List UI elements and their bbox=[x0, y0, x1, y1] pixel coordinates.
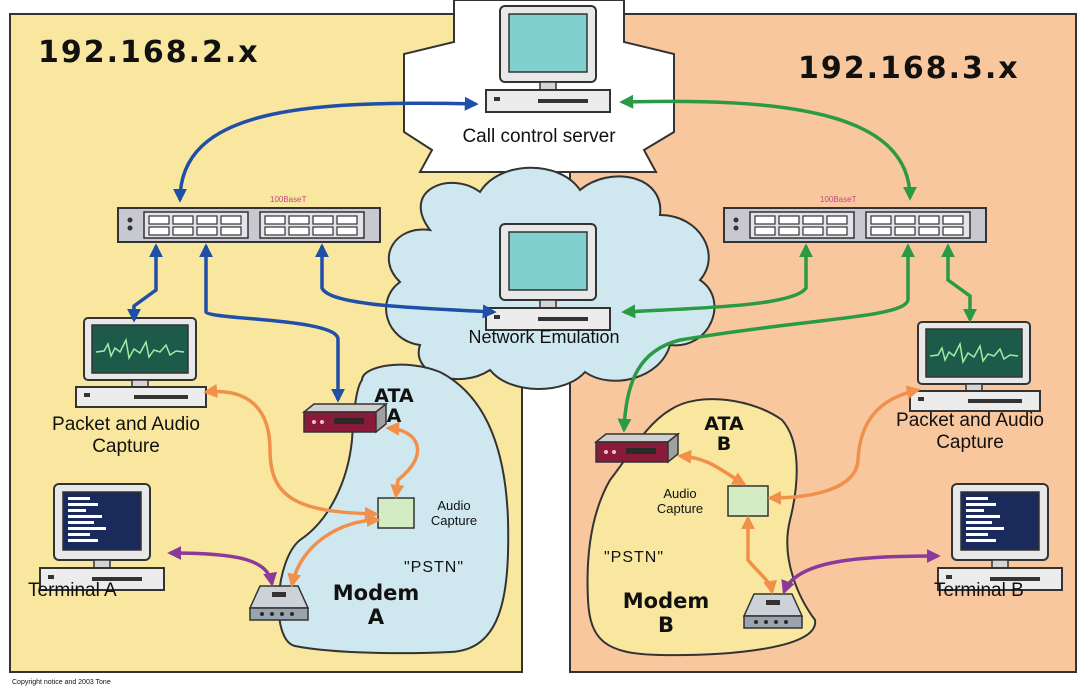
modem-a-device-icon bbox=[249, 585, 309, 621]
terminal-a-computer-icon bbox=[39, 483, 165, 591]
right-switch bbox=[723, 207, 987, 243]
modem-a-label-1: Modem bbox=[333, 581, 419, 605]
capture-left-label-2: Capture bbox=[92, 436, 160, 457]
capture-right-label-1: Packet and Audio bbox=[896, 410, 1044, 431]
ata-b-label-2: B bbox=[717, 433, 731, 455]
blue-links bbox=[127, 96, 497, 403]
audio-capture-left-box bbox=[377, 497, 415, 529]
modem-b-label-2: B bbox=[658, 613, 674, 637]
right-subnet-label: 192.168.3.x bbox=[798, 51, 1020, 86]
ata-a-label-1: ATA bbox=[374, 385, 414, 407]
green-links bbox=[617, 94, 977, 433]
ata-a-label-2: A bbox=[387, 405, 402, 427]
modem-b-label-1: Modem bbox=[623, 589, 709, 613]
audio-left-label-1: Audio bbox=[437, 498, 470, 513]
capture-right-computer-icon bbox=[909, 321, 1041, 412]
footer-text: Copyright notice and 2003 Tone bbox=[12, 679, 111, 686]
audio-capture-right-box bbox=[727, 485, 769, 517]
left-subnet-label: 192.168.2.x bbox=[38, 35, 260, 70]
audio-right-label-1: Audio bbox=[663, 486, 696, 501]
ata-b-label-1: ATA bbox=[704, 413, 744, 435]
modem-a-label-2: A bbox=[368, 605, 385, 629]
capture-left-computer-icon bbox=[75, 317, 207, 408]
ata-b-device-icon bbox=[595, 433, 679, 463]
orange-links bbox=[203, 384, 921, 595]
modem-b-device-icon bbox=[743, 593, 803, 629]
purple-links bbox=[167, 546, 941, 595]
terminal-a-label: Terminal A bbox=[28, 580, 117, 601]
ata-a-device-icon bbox=[303, 403, 387, 433]
left-switch bbox=[117, 207, 381, 243]
server-computer-icon bbox=[485, 5, 611, 113]
emulator-label: Network Emulation bbox=[468, 327, 619, 347]
left-switch-label: 100BaseT bbox=[270, 195, 307, 204]
emulator-computer-icon bbox=[485, 223, 611, 331]
pstn-right-label: "PSTN" bbox=[604, 549, 664, 566]
server-label: Call control server bbox=[462, 126, 616, 147]
pstn-left-label: "PSTN" bbox=[404, 559, 464, 576]
terminal-b-computer-icon bbox=[937, 483, 1063, 591]
audio-right-label-2: Capture bbox=[657, 501, 703, 516]
terminal-b-label: Terminal B bbox=[934, 580, 1024, 601]
audio-left-label-2: Capture bbox=[431, 513, 477, 528]
capture-right-label-2: Capture bbox=[936, 432, 1004, 453]
right-switch-label: 100BaseT bbox=[820, 195, 857, 204]
capture-left-label-1: Packet and Audio bbox=[52, 414, 200, 435]
